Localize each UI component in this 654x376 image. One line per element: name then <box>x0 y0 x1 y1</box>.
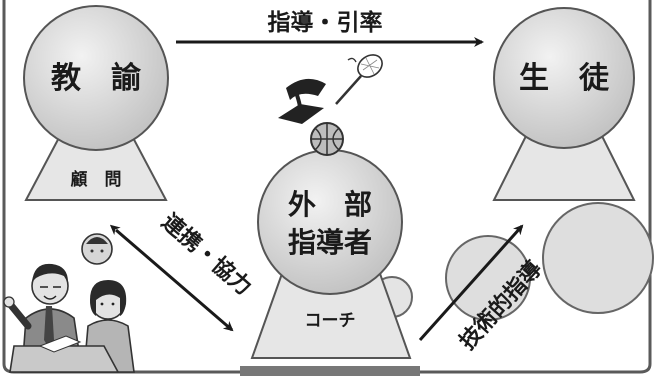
student-sphere <box>493 7 635 149</box>
tennis-racket-icon <box>335 54 383 105</box>
teacher-node: 教 諭 顧 問 <box>23 5 169 201</box>
basketball-icon <box>310 122 344 156</box>
student-label: 生 徒 <box>519 61 610 96</box>
guidance-arrow-label: 指導・引率 <box>268 9 383 36</box>
cooperation-arrow <box>109 224 234 332</box>
graduation-cap-icon <box>278 78 326 124</box>
decor-bubble-large <box>542 202 654 314</box>
external-base-label: コーチ <box>305 311 356 331</box>
technical-guidance-arrow <box>418 224 524 342</box>
decor-bubble-medium <box>445 235 531 321</box>
external-label-line1: 外 部 <box>288 188 372 221</box>
base-shelf <box>240 366 420 376</box>
teacher-base-label: 顧 問 <box>71 169 122 190</box>
external-coach-node: 外 部 指導者 コーチ <box>250 149 412 359</box>
external-label-line2: 指導者 <box>288 226 372 259</box>
meeting-people-illustration <box>3 233 135 373</box>
student-node: 生 徒 <box>492 7 636 201</box>
external-sphere <box>257 149 403 295</box>
cooperation-arrow-label: 連携・協力 <box>157 209 257 301</box>
teacher-sphere <box>23 5 169 151</box>
document-sheet <box>38 335 82 353</box>
teacher-label: 教 諭 <box>51 61 142 96</box>
meeting-table <box>9 345 120 373</box>
